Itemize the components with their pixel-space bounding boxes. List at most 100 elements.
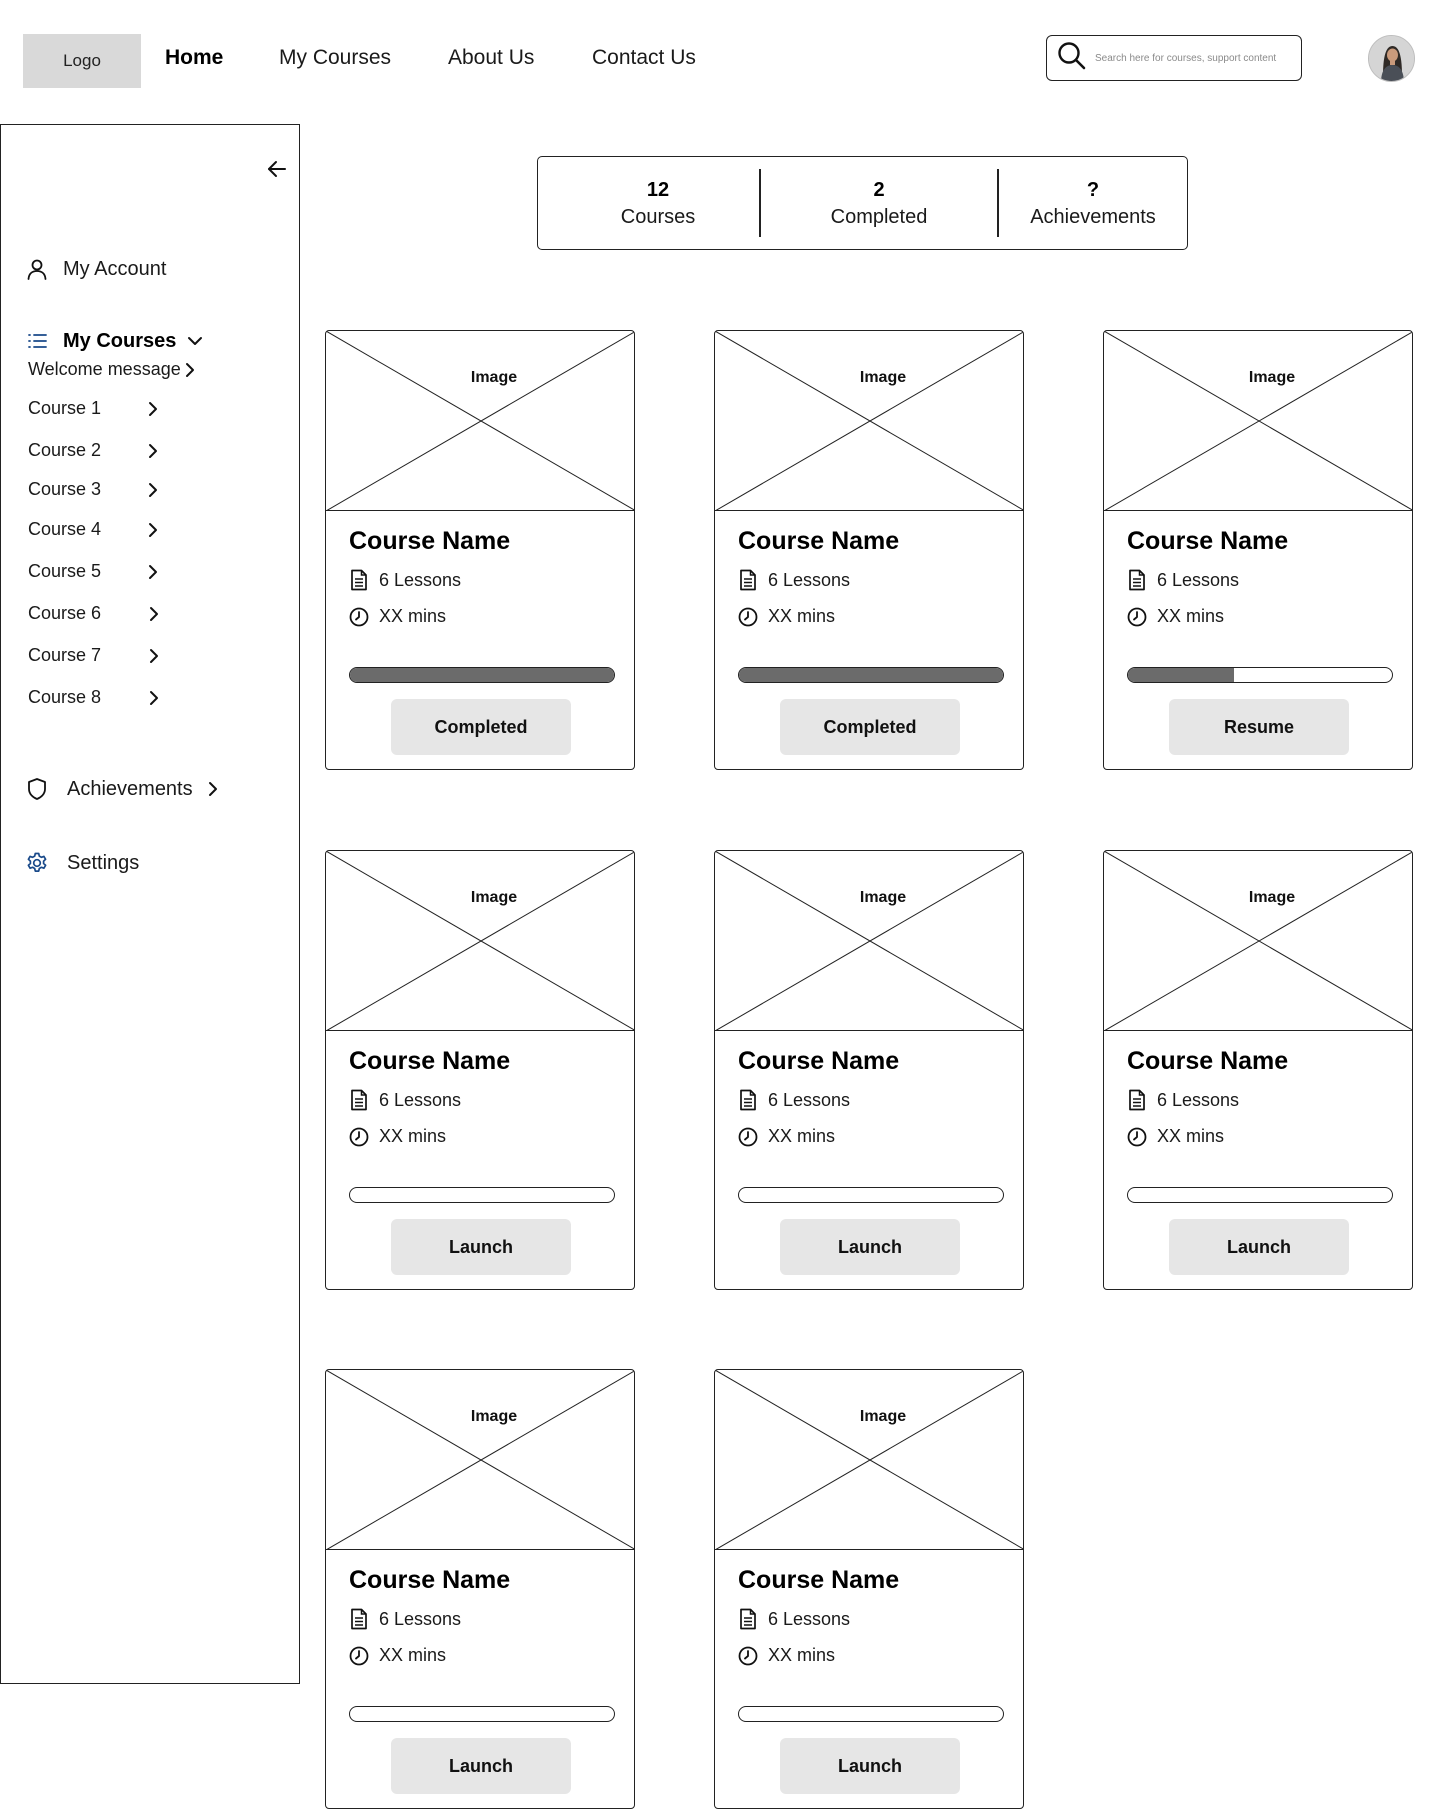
progress-fill [1128,668,1234,682]
course-image-placeholder: Image [715,1370,1023,1550]
course-title: Course Name [738,1566,900,1594]
image-placeholder-icon [326,1370,634,1550]
nav-contact-us[interactable]: Contact Us [592,46,696,69]
course-title: Course Name [1127,1047,1289,1075]
course-duration: XX mins [738,1645,835,1666]
avatar[interactable] [1368,35,1415,82]
shield-icon [25,777,49,801]
course-action-button[interactable]: Launch [780,1219,960,1275]
progress-bar [349,1187,615,1203]
chevron-right-icon [146,481,160,499]
sidebar-item-achievements[interactable]: Achievements [25,777,221,801]
course-duration: XX mins [349,1645,446,1666]
progress-bar [738,1706,1004,1722]
image-label: Image [470,1408,518,1425]
search-box[interactable] [1046,35,1302,81]
stat-divider [759,169,761,237]
chevron-down-icon[interactable] [186,332,204,350]
sidebar-item-course-3[interactable]: Course 3 [28,479,160,500]
nav-my-courses[interactable]: My Courses [279,46,392,69]
collapse-sidebar-button[interactable] [265,157,289,181]
lessons-count: 6 Lessons [1127,569,1239,591]
sidebar-sub-item-label: Course 6 [28,603,102,623]
stat-courses: 12 Courses [538,157,778,249]
lessons-text: 6 Lessons [379,569,462,590]
image-label: Image [1248,889,1296,906]
sidebar-item-course-8[interactable]: Course 8 [28,687,161,708]
arrow-left-icon [268,161,286,177]
duration-text: XX mins [768,1126,836,1146]
image-placeholder-icon [326,851,634,1031]
lessons-text: 6 Lessons [768,569,851,590]
course-duration: XX mins [1127,606,1224,627]
clock-icon [349,1646,369,1665]
chevron-right-icon [183,361,197,379]
sidebar-sub-item-label: Course 2 [28,440,102,460]
lessons-text: 6 Lessons [1157,1089,1240,1110]
course-title: Course Name [738,1047,900,1075]
search-input[interactable] [1093,51,1297,65]
lessons-count: 6 Lessons [738,1608,850,1630]
course-title: Course Name [349,1566,511,1594]
sidebar-item-my-account[interactable]: My Account [25,257,166,281]
stat-achievements: ? Achievements [999,157,1187,249]
course-action-button[interactable]: Resume [1169,699,1349,755]
sidebar-sub-item-label: Course 4 [28,519,102,539]
logo[interactable]: Logo [23,34,141,88]
image-label: Image [470,889,518,906]
course-action-button[interactable]: Launch [1169,1219,1349,1275]
gear-icon [25,851,49,875]
sidebar-item-course-2[interactable]: Course 2 [28,440,160,461]
document-icon [740,569,756,591]
sidebar-item-course-4[interactable]: Course 4 [28,519,160,540]
progress-fill [350,668,614,682]
sidebar-item-settings[interactable]: Settings [25,851,139,875]
course-action-button[interactable]: Launch [780,1738,960,1794]
nav-home[interactable]: Home [165,46,224,69]
sidebar-item-course-5[interactable]: Course 5 [28,561,160,582]
clock-icon [738,1127,758,1146]
course-image-placeholder: Image [1104,331,1412,511]
sidebar-item-course-1[interactable]: Course 1 [28,398,160,419]
sidebar-sub-item-label: Course 3 [28,479,102,499]
course-action-button[interactable]: Completed [391,699,571,755]
image-label: Image [859,369,907,386]
nav-about-us[interactable]: About Us [448,46,535,69]
sidebar-item-course-7[interactable]: Course 7 [28,645,161,666]
sidebar-item-welcome-message[interactable]: Welcome message [28,359,197,380]
course-title: Course Name [738,527,900,555]
course-title: Course Name [349,1047,511,1075]
stat-label: Courses [620,206,696,228]
sidebar-item-course-6[interactable]: Course 6 [28,603,161,624]
image-placeholder-icon [326,331,634,511]
sidebar-sub-item-label: Course 8 [28,687,102,707]
course-action-button[interactable]: Completed [780,699,960,755]
duration-text: XX mins [1157,606,1225,626]
progress-bar [738,667,1004,683]
course-action-button[interactable]: Launch [391,1738,571,1794]
sidebar-item-my-courses[interactable]: My Courses [25,329,204,353]
stats-panel: 12 Courses 2 Completed ? Achievements [537,156,1188,250]
course-title: Course Name [1127,527,1289,555]
search-icon [1057,41,1087,76]
clock-icon [349,607,369,626]
chevron-right-icon [146,521,160,539]
stat-completed: 2 Completed [761,157,997,249]
sidebar-sub-item-label: Course 5 [28,561,102,581]
document-icon [351,1608,367,1630]
stat-value: 2 [873,179,885,201]
course-action-button[interactable]: Launch [391,1219,571,1275]
course-image-placeholder: Image [326,1370,634,1550]
lessons-count: 6 Lessons [738,569,850,591]
lessons-count: 6 Lessons [1127,1089,1239,1111]
course-image-placeholder: Image [326,331,634,511]
